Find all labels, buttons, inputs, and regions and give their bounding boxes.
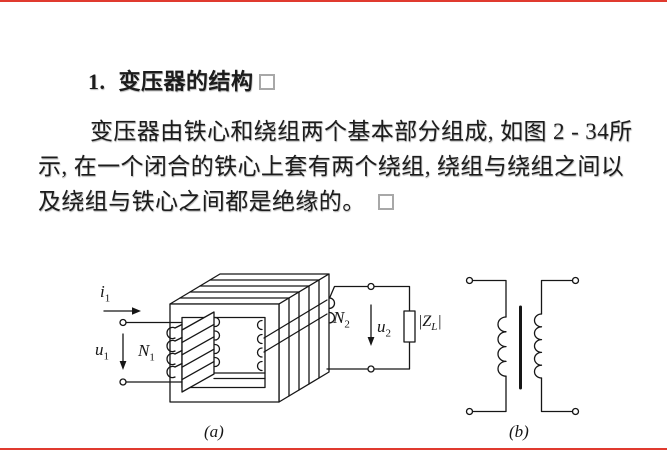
label-u2: u2 bbox=[377, 317, 391, 340]
secondary-terminal-top bbox=[367, 282, 375, 291]
primary-coil-loops-right bbox=[214, 316, 221, 368]
subfigure-label-a: (a) bbox=[204, 422, 224, 441]
body-text-line-3: 及绕组与铁心之间都是绝缘的。 bbox=[38, 182, 394, 216]
placeholder-box-icon bbox=[258, 74, 275, 90]
symbol-right-coil bbox=[533, 313, 543, 379]
secondary-terminal-bottom bbox=[367, 365, 375, 373]
secondary-circuit bbox=[326, 282, 416, 373]
u2-arrowhead bbox=[367, 337, 375, 346]
label-u1: u1 bbox=[95, 340, 109, 363]
symbol-left-leads bbox=[471, 279, 507, 413]
title-text: 变压器的结构 bbox=[118, 69, 254, 94]
label-i1: i1 bbox=[100, 282, 111, 305]
symbol-terminal-bottom-left bbox=[465, 407, 474, 416]
transformer-symbol bbox=[465, 276, 580, 416]
core-laminations-right bbox=[288, 279, 320, 397]
body-text-line-1: 变压器由铁心和绕组两个基本部分组成, 如图 2 - 34所 bbox=[90, 119, 633, 144]
primary-circuit bbox=[103, 307, 183, 386]
label-zl: |ZL| bbox=[418, 313, 442, 334]
bottom-red-border bbox=[0, 448, 667, 450]
placeholder-box-icon bbox=[377, 194, 394, 210]
primary-coil-block bbox=[181, 311, 215, 393]
core-laminations-top bbox=[179, 279, 320, 299]
secondary-coil-loops-window bbox=[256, 319, 263, 372]
primary-coil-loops-left bbox=[166, 323, 183, 379]
title-number: 1. bbox=[88, 69, 106, 94]
primary-terminal-top bbox=[119, 318, 127, 327]
primary-coil-hatch bbox=[181, 323, 215, 381]
secondary-coil-wrap-wires bbox=[263, 299, 328, 353]
symbol-left-coil bbox=[497, 316, 507, 377]
label-n2: N2 bbox=[333, 308, 350, 331]
primary-terminal-bottom bbox=[119, 378, 127, 386]
body-text-line-3-text: 及绕组与铁心之间都是绝缘的。 bbox=[38, 189, 366, 214]
label-n1: N1 bbox=[138, 341, 155, 364]
section-title: 1. 变压器的结构 bbox=[88, 64, 275, 96]
top-red-border bbox=[0, 0, 667, 2]
secondary-winding bbox=[256, 297, 336, 372]
subfigure-label-b: (b) bbox=[509, 422, 529, 441]
window-bottom-wires bbox=[213, 372, 266, 380]
i1-arrowhead bbox=[132, 307, 141, 315]
symbol-right-leads bbox=[540, 279, 574, 413]
body-text-line-2: 示, 在一个闭合的铁心上套有两个绕组, 绕组与绕组之间以 bbox=[38, 154, 625, 179]
primary-winding bbox=[166, 311, 221, 393]
symbol-terminal-top-right bbox=[571, 276, 580, 285]
symbol-terminal-bottom-right bbox=[571, 407, 580, 416]
secondary-coil-loops-edge bbox=[328, 297, 336, 324]
symbol-terminal-top-left bbox=[465, 276, 474, 285]
load-impedance-box bbox=[403, 310, 416, 343]
u1-arrowhead bbox=[119, 361, 127, 370]
secondary-wire-bottom bbox=[326, 341, 411, 370]
figure-2-34-canvas bbox=[103, 273, 580, 416]
